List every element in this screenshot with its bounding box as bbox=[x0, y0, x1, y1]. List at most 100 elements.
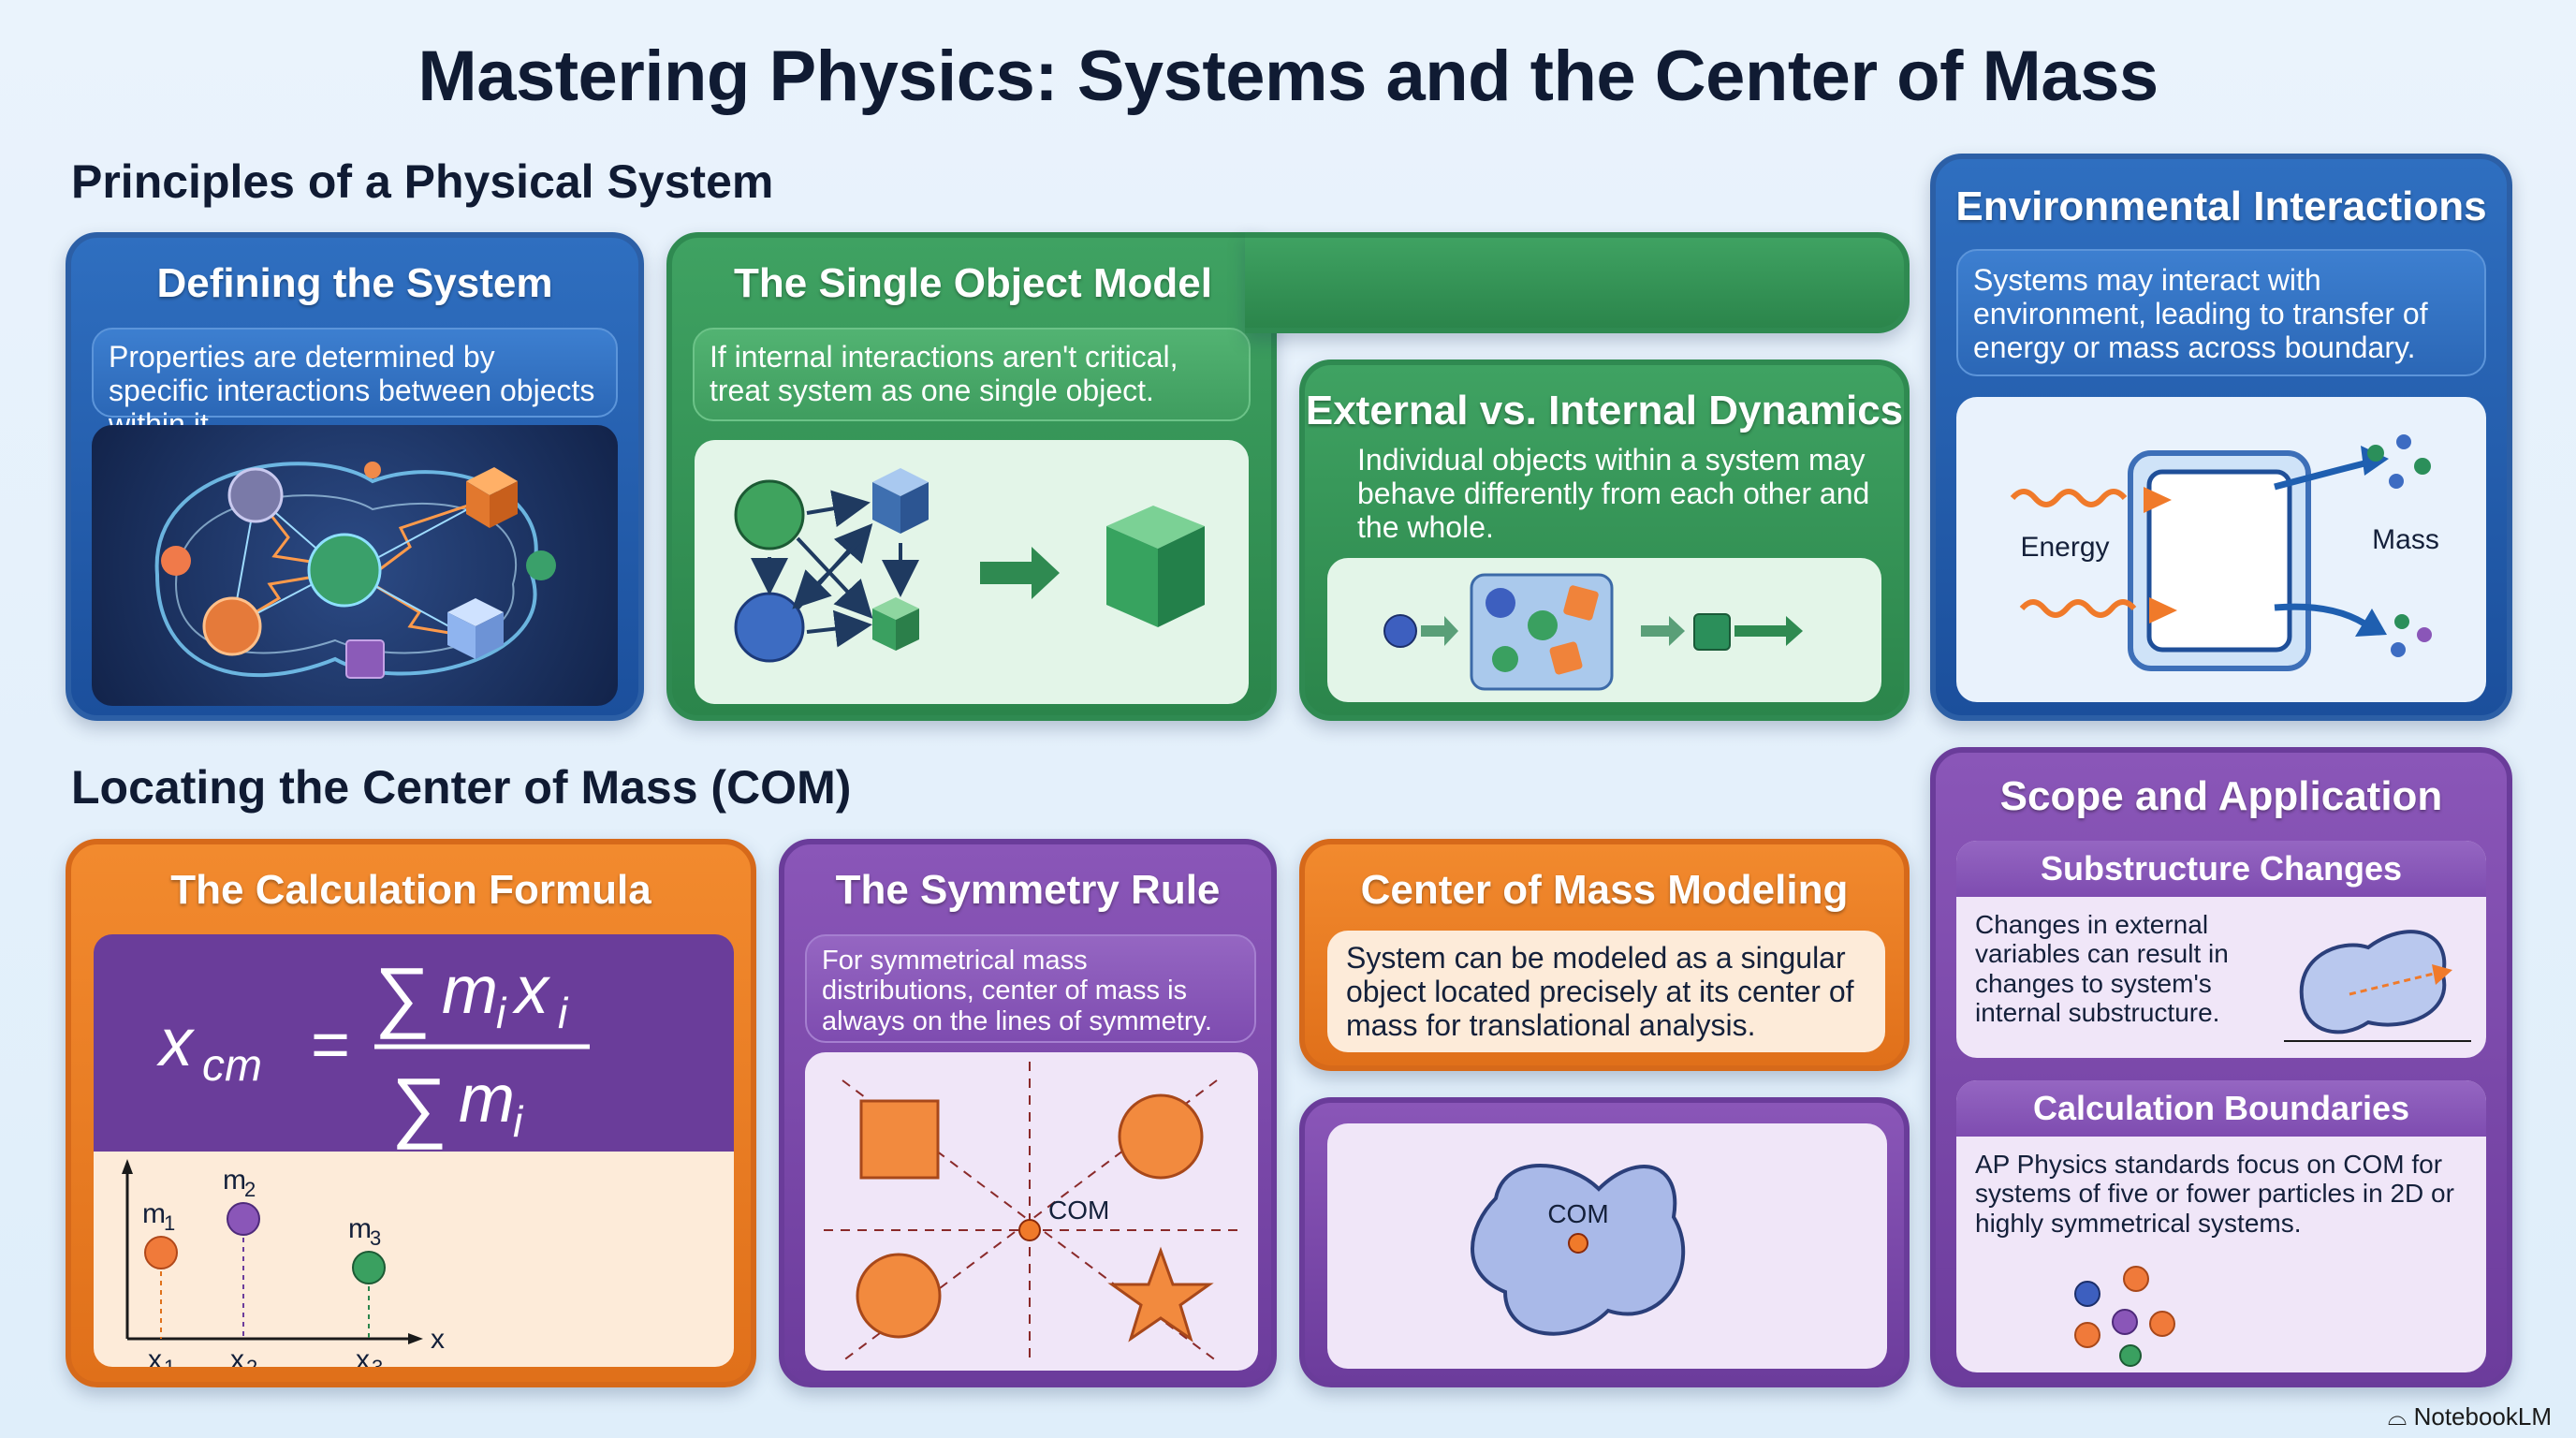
circle-shape-bottom bbox=[856, 1253, 942, 1339]
label-m3: m bbox=[348, 1213, 372, 1244]
boundaries-title: Calculation Boundaries bbox=[1956, 1080, 2486, 1137]
energy-label: Energy bbox=[2020, 532, 2109, 563]
axis-label-x: x bbox=[431, 1324, 445, 1355]
section-title-com: Locating the Center of Mass (COM) bbox=[71, 761, 852, 814]
sphere-purple bbox=[227, 467, 284, 523]
single-object-extension bbox=[1245, 232, 1910, 333]
square-shape bbox=[859, 1099, 940, 1180]
card-title-formula: The Calculation Formula bbox=[170, 867, 651, 913]
small-green-cube bbox=[872, 597, 919, 651]
label-m1: m bbox=[142, 1198, 166, 1229]
label-x1-sub: 1 bbox=[164, 1356, 175, 1367]
ball-blue bbox=[734, 592, 805, 663]
symmetry-diagram: COM bbox=[824, 1062, 1239, 1362]
boundary-diagram: Energy Mass bbox=[2010, 434, 2439, 671]
formula-lhs-x: x bbox=[156, 1005, 196, 1080]
label-m1-sub: 1 bbox=[164, 1211, 175, 1235]
card-title-environmental: Environmental Interactions bbox=[1955, 183, 2487, 229]
notebooklm-icon: ⌓ bbox=[2387, 1402, 2408, 1431]
label-x2-sub: 2 bbox=[246, 1356, 257, 1367]
energy-wave-top bbox=[2010, 489, 2128, 507]
crystal-cube bbox=[872, 468, 929, 534]
sphere-orange bbox=[202, 596, 262, 656]
single-object-description: If internal interactions aren't critical… bbox=[693, 328, 1251, 421]
environmental-description: Systems may interact with environment, l… bbox=[1956, 249, 2486, 376]
arrow-to-single bbox=[980, 547, 1060, 599]
mass-arrow-top bbox=[2274, 459, 2369, 491]
card-title-external-internal: External vs. Internal Dynamics bbox=[1305, 388, 1904, 433]
card-com-modeling: Center of Mass Modeling System can be mo… bbox=[1299, 839, 1910, 1071]
notebooklm-logo: ⌓ NotebookLM bbox=[2388, 1402, 2552, 1432]
formula-equals: = bbox=[311, 1007, 350, 1082]
formula-den-m: m bbox=[459, 1062, 515, 1137]
single-object-diagram bbox=[734, 468, 1205, 663]
dynamics-diagram bbox=[1383, 573, 1803, 691]
formula-num-x: x bbox=[512, 953, 551, 1028]
ball-green bbox=[734, 479, 805, 550]
single-object-illustration bbox=[695, 440, 1249, 704]
formula-den-m-sub: i bbox=[513, 1097, 524, 1146]
card-defining-system: Defining the System Properties are deter… bbox=[66, 232, 644, 721]
formula-num-m-sub: i bbox=[496, 989, 507, 1037]
com-blob-diagram: COM bbox=[1471, 1164, 1686, 1336]
combined-object bbox=[1693, 613, 1731, 651]
card-title-com-modeling: Center of Mass Modeling bbox=[1360, 867, 1849, 913]
substructure-text: Changes in external variables can result… bbox=[1975, 910, 2229, 1028]
substructure-title: Substructure Changes bbox=[1956, 841, 2486, 897]
symmetry-description: For symmetrical mass distributions, cent… bbox=[805, 934, 1256, 1043]
energy-wave-bottom bbox=[2019, 599, 2137, 618]
mass-positions-graph: m 1 m 2 m 3 x 1 x 2 x 3 x bbox=[122, 1159, 445, 1379]
substructure-panel: Substructure Changes Changes in external… bbox=[1956, 841, 2486, 1058]
label-m2: m bbox=[223, 1165, 246, 1196]
cube-blue bbox=[447, 598, 504, 659]
card-scope-application: Scope and Application Substructure Chang… bbox=[1930, 747, 2512, 1387]
boundaries-panel: Calculation Boundaries AP Physics standa… bbox=[1956, 1080, 2486, 1372]
deforming-object bbox=[2299, 930, 2447, 1034]
large-green-cube bbox=[1106, 506, 1205, 627]
cube-orange bbox=[466, 467, 518, 528]
defining-illustration bbox=[92, 425, 618, 706]
card-title-single-object: The Single Object Model bbox=[734, 260, 1212, 306]
com-label-symmetry: COM bbox=[1048, 1196, 1109, 1225]
star-shape bbox=[1107, 1246, 1214, 1343]
mass-arrow-bottom bbox=[2274, 603, 2366, 627]
external-internal-illustration bbox=[1327, 558, 1881, 702]
symmetry-illustration: COM bbox=[805, 1052, 1258, 1371]
com-label-blob: COM bbox=[1547, 1199, 1608, 1228]
mass-label: Mass bbox=[2372, 524, 2439, 555]
formula-display: x cm = ∑ m i x i ∑ m i bbox=[94, 934, 734, 1152]
mass-3 bbox=[352, 1251, 386, 1284]
system-network-diagram bbox=[154, 462, 556, 679]
circle-shape-top bbox=[1118, 1093, 1204, 1180]
label-x3-sub: 3 bbox=[372, 1356, 383, 1367]
com-modeling-description: System can be modeled as a singular obje… bbox=[1327, 931, 1885, 1052]
com-point-blob bbox=[1568, 1233, 1588, 1254]
label-m3-sub: 3 bbox=[370, 1226, 381, 1250]
formula-num-x-sub: i bbox=[558, 989, 569, 1037]
section-title-principles: Principles of a Physical System bbox=[71, 155, 774, 208]
label-x2: x bbox=[230, 1344, 244, 1367]
card-symmetry-rule: The Symmetry Rule For symmetrical mass d… bbox=[779, 839, 1277, 1387]
formula-graph: m 1 m 2 m 3 x 1 x 2 x 3 x bbox=[94, 1152, 734, 1379]
card-title-symmetry: The Symmetry Rule bbox=[835, 867, 1221, 913]
label-x3: x bbox=[356, 1344, 370, 1367]
logo-text: NotebookLM bbox=[2413, 1402, 2552, 1431]
particles-cluster bbox=[2074, 1266, 2175, 1367]
com-formula: x cm = ∑ m i x i ∑ m i bbox=[156, 951, 590, 1150]
single-particle bbox=[1383, 614, 1417, 648]
mass-2 bbox=[227, 1202, 260, 1236]
cube-purple bbox=[345, 639, 385, 679]
external-internal-description: Individual objects within a system may b… bbox=[1357, 443, 1870, 544]
small-ball-orange bbox=[161, 546, 191, 576]
formula-lhs-sub: cm bbox=[202, 1041, 262, 1091]
environmental-illustration: Energy Mass bbox=[1956, 397, 2486, 702]
card-calculation-formula: The Calculation Formula x cm = ∑ m i x i… bbox=[66, 839, 756, 1387]
boundaries-text: AP Physics standards focus on COM for sy… bbox=[1975, 1150, 2454, 1238]
mass-1 bbox=[144, 1236, 178, 1269]
com-point bbox=[1018, 1219, 1041, 1241]
label-m2-sub: 2 bbox=[244, 1178, 256, 1201]
card-title-defining: Defining the System bbox=[156, 260, 553, 306]
card-environmental: Environmental Interactions Systems may i… bbox=[1930, 154, 2512, 721]
card-com-blob: COM bbox=[1299, 1097, 1910, 1387]
com-blob-illustration: COM bbox=[1327, 1123, 1887, 1369]
